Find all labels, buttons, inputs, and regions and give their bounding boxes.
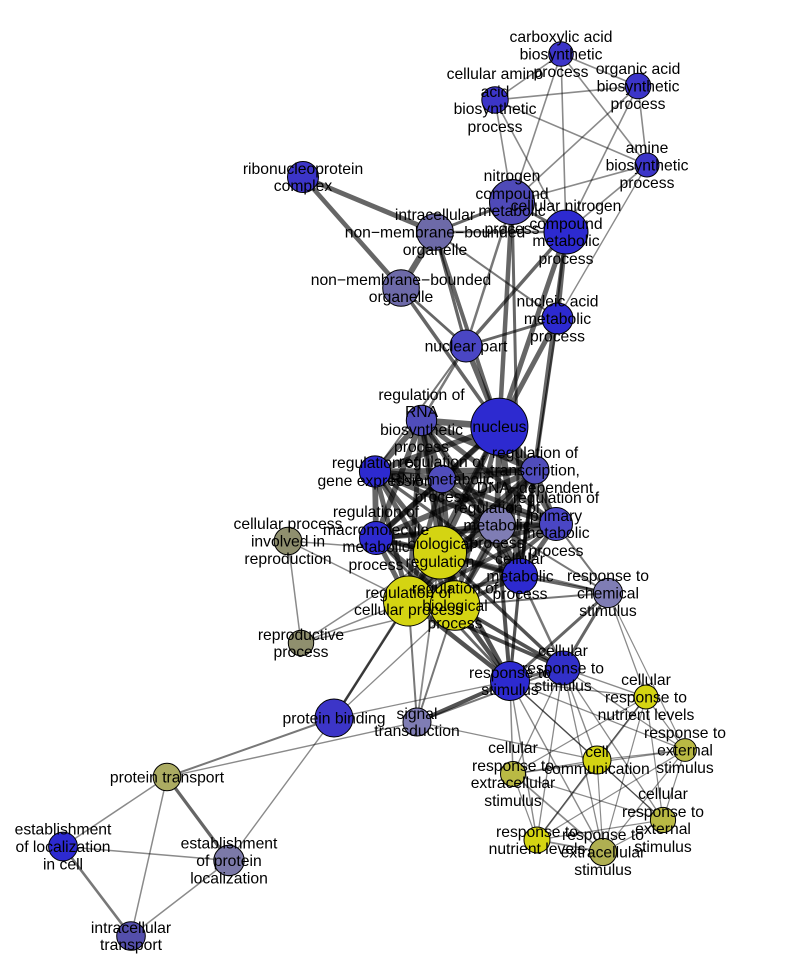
svg-text:protein binding: protein binding <box>283 711 386 728</box>
svg-text:nucleus: nucleus <box>472 419 526 436</box>
svg-text:protein transport: protein transport <box>110 770 225 787</box>
svg-text:nuclear part: nuclear part <box>425 339 508 356</box>
